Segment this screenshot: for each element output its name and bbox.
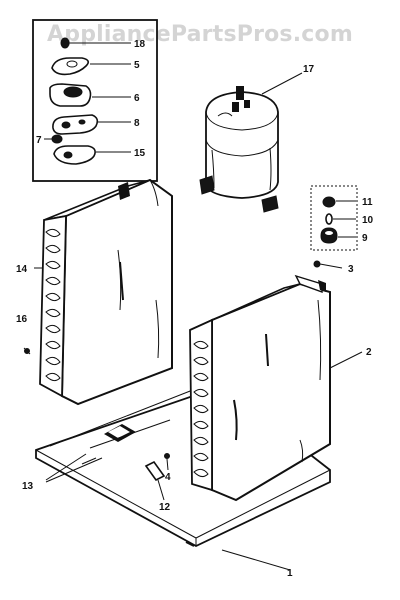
callout-8: 8 [134,118,140,129]
callout-15: 15 [134,148,146,159]
part-17-compressor [199,72,303,213]
part-4-screw [164,453,170,471]
part-2-right-coil [189,274,363,502]
callout-10: 10 [362,215,374,226]
callout-6: 6 [134,93,140,104]
right-coil-tube-ends [193,340,209,478]
part-6-grommet [49,83,131,107]
callout-11: 11 [362,197,373,208]
part-7-nut [44,134,63,144]
grommet-stack [310,185,358,251]
part-16-screw [23,347,31,355]
callout-2: 2 [366,347,372,358]
callout-4: 4 [165,472,171,483]
callout-16: 16 [16,314,28,325]
callout-12: 12 [159,502,171,513]
part-14-left-coil [34,178,173,406]
part-18-screw [60,37,131,49]
part-3-screw [313,260,343,269]
callout-7: 7 [36,135,42,146]
part-15-plate [53,145,131,165]
small-parts-inset [32,19,158,182]
part-13-leaders [45,453,103,483]
callout-17: 17 [303,64,315,75]
callout-18: 18 [134,39,146,50]
callout-13: 13 [22,481,34,492]
part-8-bracket [52,114,131,135]
left-coil-tube-ends [45,228,61,382]
callout-9: 9 [362,233,368,244]
part-5-plate [51,57,131,76]
part-12-clip [144,460,166,501]
callout-1: 1 [287,568,293,579]
callout-5: 5 [134,60,140,71]
callout-14: 14 [16,264,28,275]
callout-3: 3 [348,264,354,275]
